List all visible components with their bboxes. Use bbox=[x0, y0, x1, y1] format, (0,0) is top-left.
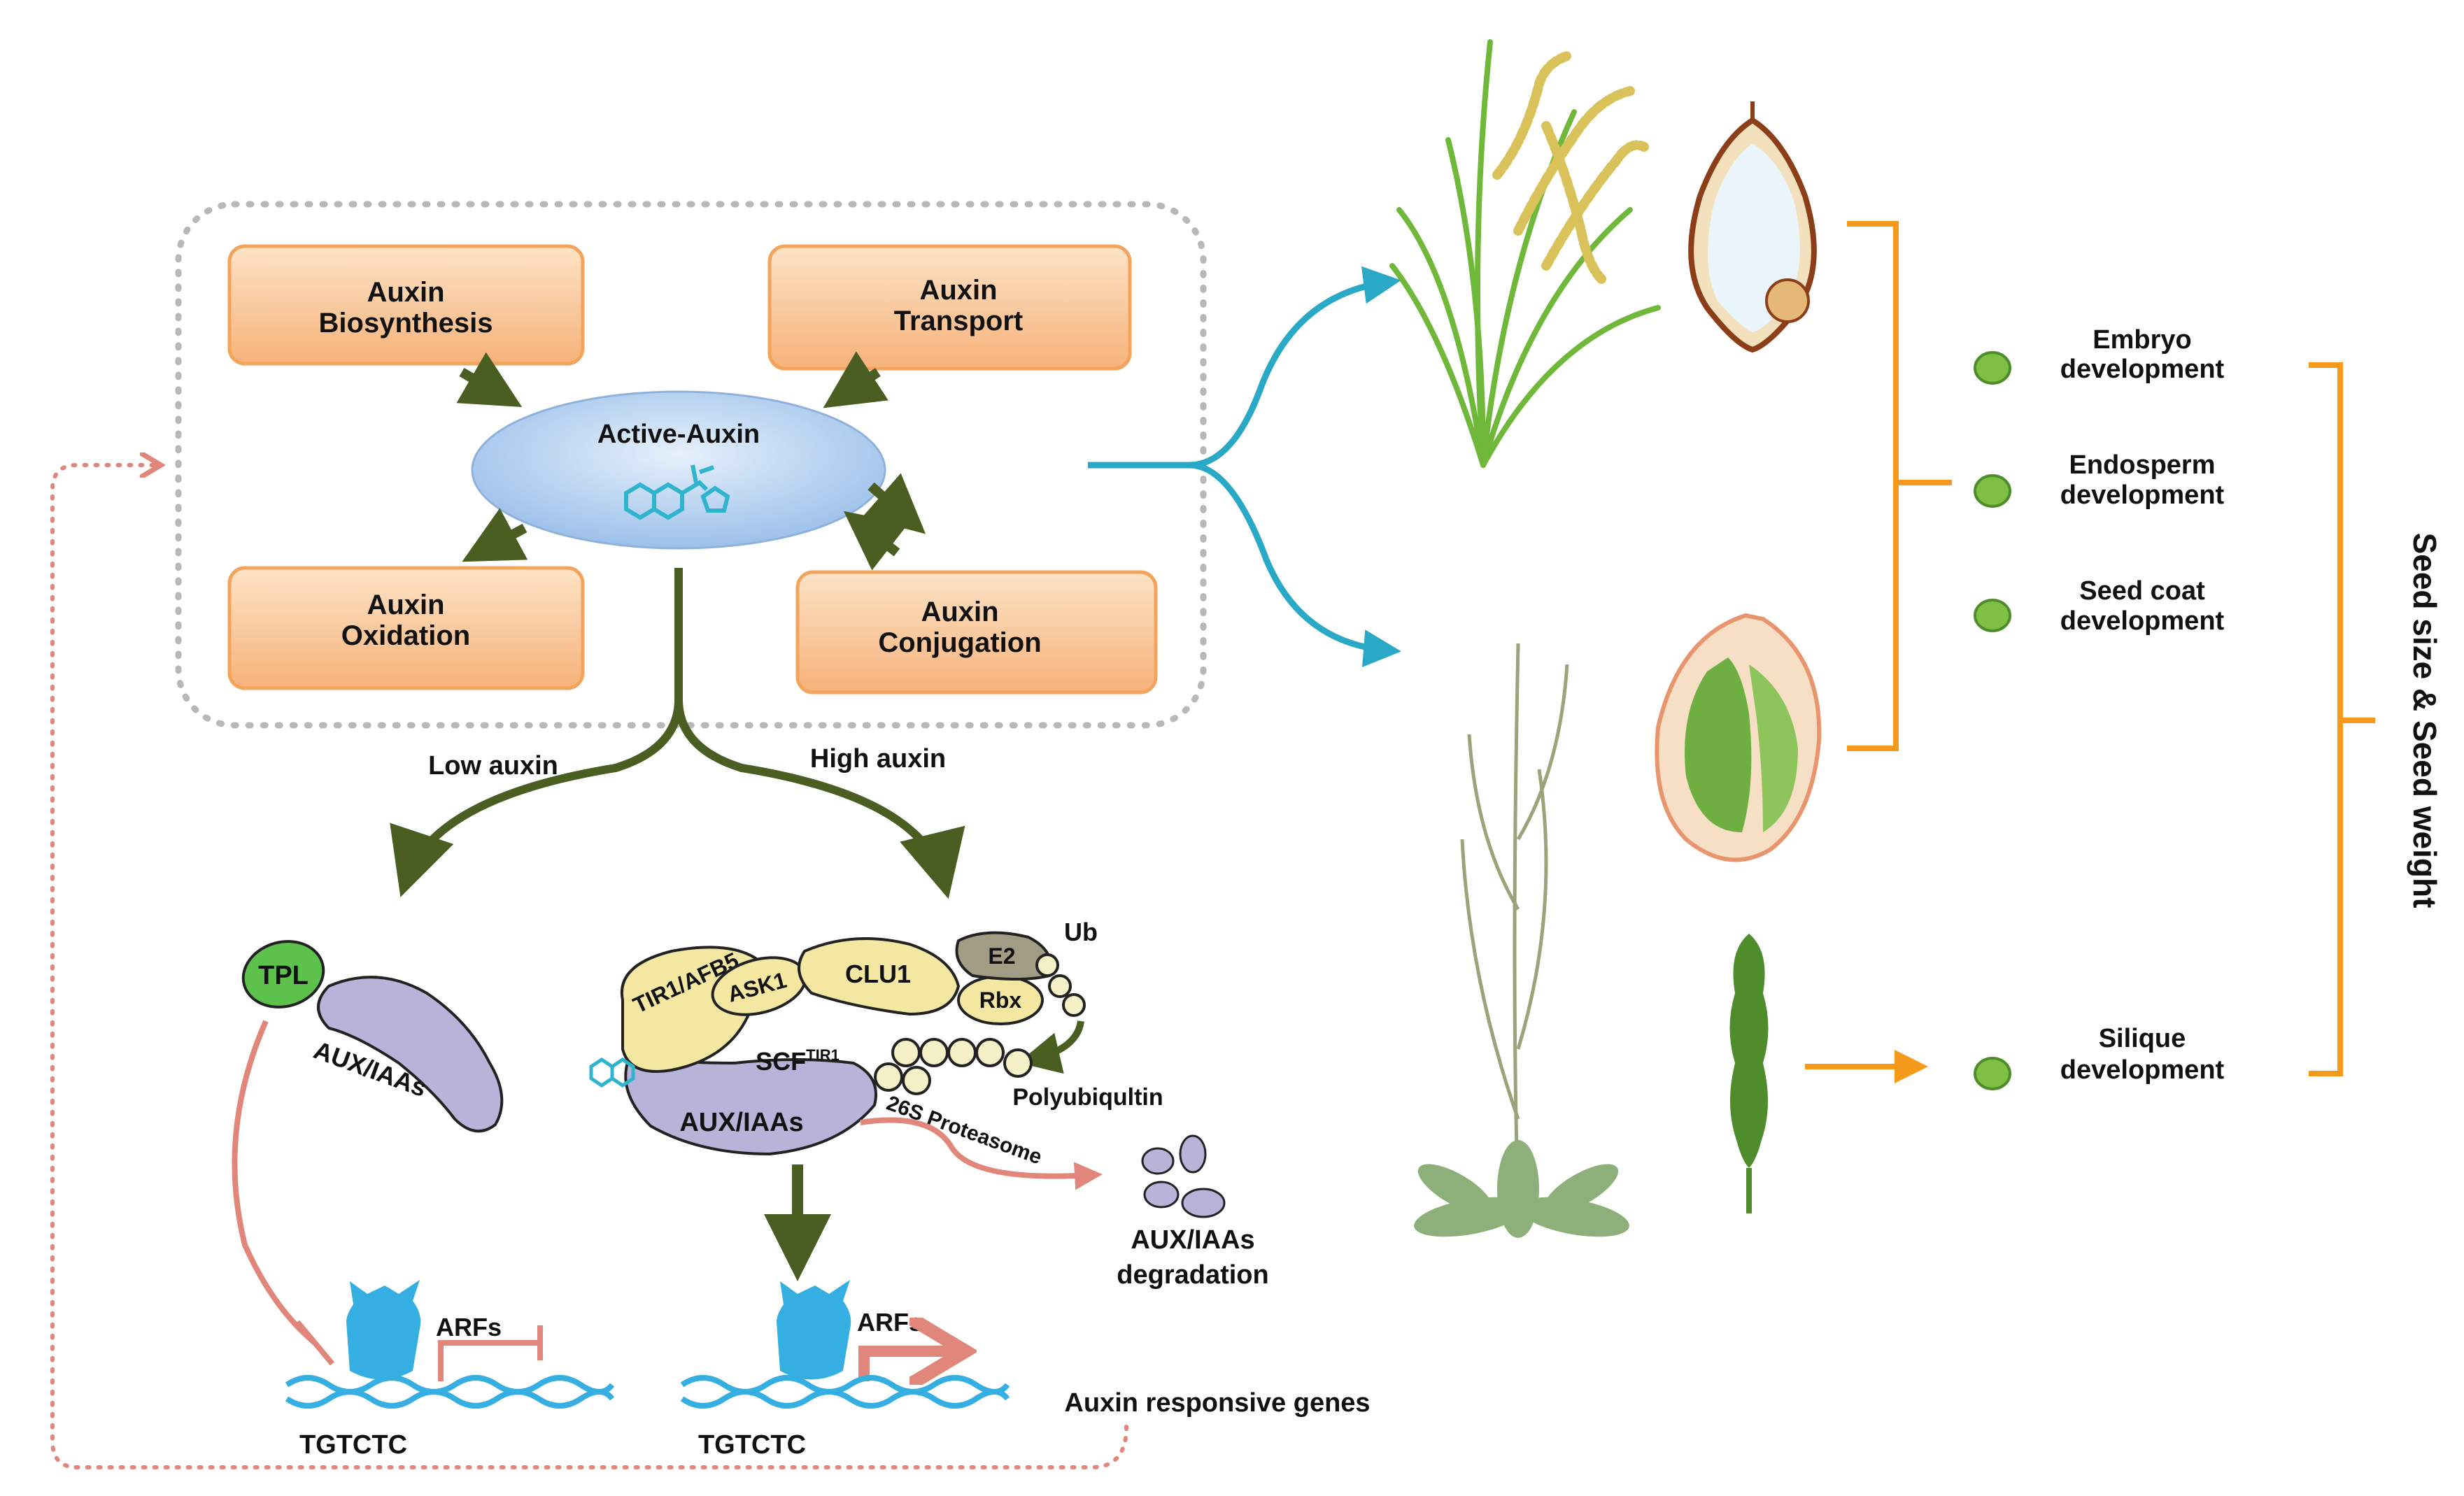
e2-label: E2 bbox=[988, 943, 1015, 969]
scf-label: SCFTIR1 bbox=[756, 1046, 840, 1076]
arrow-conjugation-to-auxin bbox=[843, 511, 908, 571]
transcription-arrow bbox=[858, 1351, 965, 1381]
ub-transfer-arrow bbox=[1018, 1020, 1084, 1074]
box-conjugation: Auxin Conjugation bbox=[795, 570, 1158, 694]
outcome-endosperm-line1: Endosperm bbox=[2069, 450, 2215, 480]
auxin-responsive-genes-label: Auxin responsive genes bbox=[1064, 1388, 1370, 1418]
repression-line bbox=[232, 1020, 317, 1346]
box-transport: Auxin Transport bbox=[767, 244, 1132, 371]
clu1-label: CLU1 bbox=[845, 960, 911, 988]
arabidopsis-seed-icon bbox=[1655, 613, 1822, 862]
ub-chain bbox=[1035, 953, 1086, 1017]
high-auxin-pathway: AUX/IAAs TIR1/AFB5 ASK1 CLU1 Rbx E2 Ub S… bbox=[589, 918, 1371, 1460]
outcome-dot bbox=[1974, 474, 2011, 508]
seed-bracket bbox=[1847, 221, 1952, 751]
box-biosynthesis-line1: Auxin bbox=[367, 277, 444, 308]
metabolism-arrows bbox=[456, 351, 926, 571]
box-biosynthesis-line2: Biosynthesis bbox=[319, 308, 493, 339]
outcome-silique-line1: Silique bbox=[2099, 1024, 2186, 1053]
degraded-fragments bbox=[1141, 1134, 1226, 1218]
outcome-endosperm: Endosperm development bbox=[1974, 450, 2225, 510]
low-auxin-label: Low auxin bbox=[428, 751, 558, 781]
box-transport-line1: Auxin bbox=[919, 275, 997, 306]
outcome-seed-coat-line2: development bbox=[2060, 606, 2225, 636]
degradation-line1: AUX/IAAs bbox=[1131, 1225, 1254, 1255]
box-oxidation-line1: Auxin bbox=[367, 590, 444, 620]
clu1-protein bbox=[798, 937, 961, 1016]
arrow-auxin-to-conjugation bbox=[862, 473, 926, 534]
polyubiquitin-chain bbox=[874, 1038, 1033, 1095]
auxin-bound-icon bbox=[589, 1057, 635, 1088]
outcome-seed-coat-line1: Seed coat bbox=[2079, 576, 2205, 606]
degradation-arrow bbox=[860, 1117, 1103, 1190]
auxin-molecule-icon bbox=[624, 464, 730, 520]
tpl-label: TPL bbox=[258, 961, 309, 990]
low-arfs-label: ARFs bbox=[436, 1313, 502, 1341]
rbx-label: Rbx bbox=[979, 988, 1022, 1013]
box-conjugation-line1: Auxin bbox=[921, 597, 998, 627]
feedback-loop bbox=[50, 465, 1128, 1469]
arrow-auxin-to-oxidation bbox=[462, 508, 528, 562]
seed-size-bracket bbox=[2309, 362, 2375, 1076]
active-auxin-node: Active-Auxin bbox=[471, 390, 886, 550]
seed-size-weight-label: Seed size & Seed weight bbox=[2407, 533, 2443, 909]
rice-plant-icon bbox=[1389, 39, 1661, 468]
high-motif-label: TGTCTC bbox=[698, 1430, 806, 1460]
active-auxin-label: Active-Auxin bbox=[597, 420, 760, 449]
auxin-level-split bbox=[390, 568, 965, 899]
outcome-silique: Silique development bbox=[1974, 1024, 2225, 1090]
low-auxin-pathway: TPL AUX/IAAs ARFs TGTCTC bbox=[232, 940, 615, 1460]
rice-grain-icon bbox=[1688, 101, 1817, 353]
ub-label: Ub bbox=[1064, 918, 1098, 946]
low-aux-iaa-protein bbox=[317, 976, 504, 1133]
arrow-biosynthesis-to-auxin bbox=[456, 352, 523, 408]
degradation-line2: degradation bbox=[1117, 1260, 1268, 1290]
tpl-protein bbox=[241, 940, 325, 1009]
outcome-dot bbox=[1974, 1057, 2011, 1090]
box-transport-line2: Transport bbox=[894, 306, 1023, 336]
box-oxidation-line2: Oxidation bbox=[341, 620, 470, 651]
box-conjugation-line2: Conjugation bbox=[878, 627, 1041, 658]
high-auxin-label: High auxin bbox=[810, 744, 946, 774]
outcome-endosperm-line2: development bbox=[2060, 480, 2225, 510]
outcome-seed-coat: Seed coat development bbox=[1974, 576, 2225, 636]
outcome-embryo: Embryo development bbox=[1974, 325, 2225, 385]
low-arf-block-arrow bbox=[438, 1340, 539, 1381]
high-aux-iaa-protein bbox=[624, 1054, 877, 1156]
repression-bar bbox=[295, 1320, 335, 1366]
outcome-dot bbox=[1974, 351, 2011, 385]
box-oxidation: Auxin Oxidation bbox=[227, 566, 585, 690]
outcome-silique-line2: development bbox=[2060, 1055, 2225, 1085]
box-biosynthesis: Auxin Biosynthesis bbox=[227, 244, 585, 366]
high-aux-iaa-label: AUX/IAAs bbox=[679, 1108, 803, 1137]
outcome-dot bbox=[1974, 599, 2011, 632]
silique-icon bbox=[1729, 934, 1769, 1213]
polyubiquitin-label: Polyubiqultin bbox=[1012, 1084, 1163, 1111]
high-arfs-label: ARFs bbox=[857, 1308, 923, 1337]
outcome-embryo-line2: development bbox=[2060, 355, 2225, 384]
outcome-embryo-line1: Embryo bbox=[2093, 325, 2191, 355]
high-dna-strand bbox=[680, 1375, 1010, 1409]
arrow-transport-to-auxin bbox=[823, 351, 888, 408]
low-dna-strand bbox=[285, 1375, 615, 1409]
high-arf-protein bbox=[777, 1280, 851, 1380]
low-motif-label: TGTCTC bbox=[299, 1430, 407, 1460]
low-arf-protein bbox=[346, 1280, 421, 1380]
teal-arrows bbox=[1088, 266, 1401, 668]
arabidopsis-plant-icon bbox=[1414, 643, 1629, 1238]
